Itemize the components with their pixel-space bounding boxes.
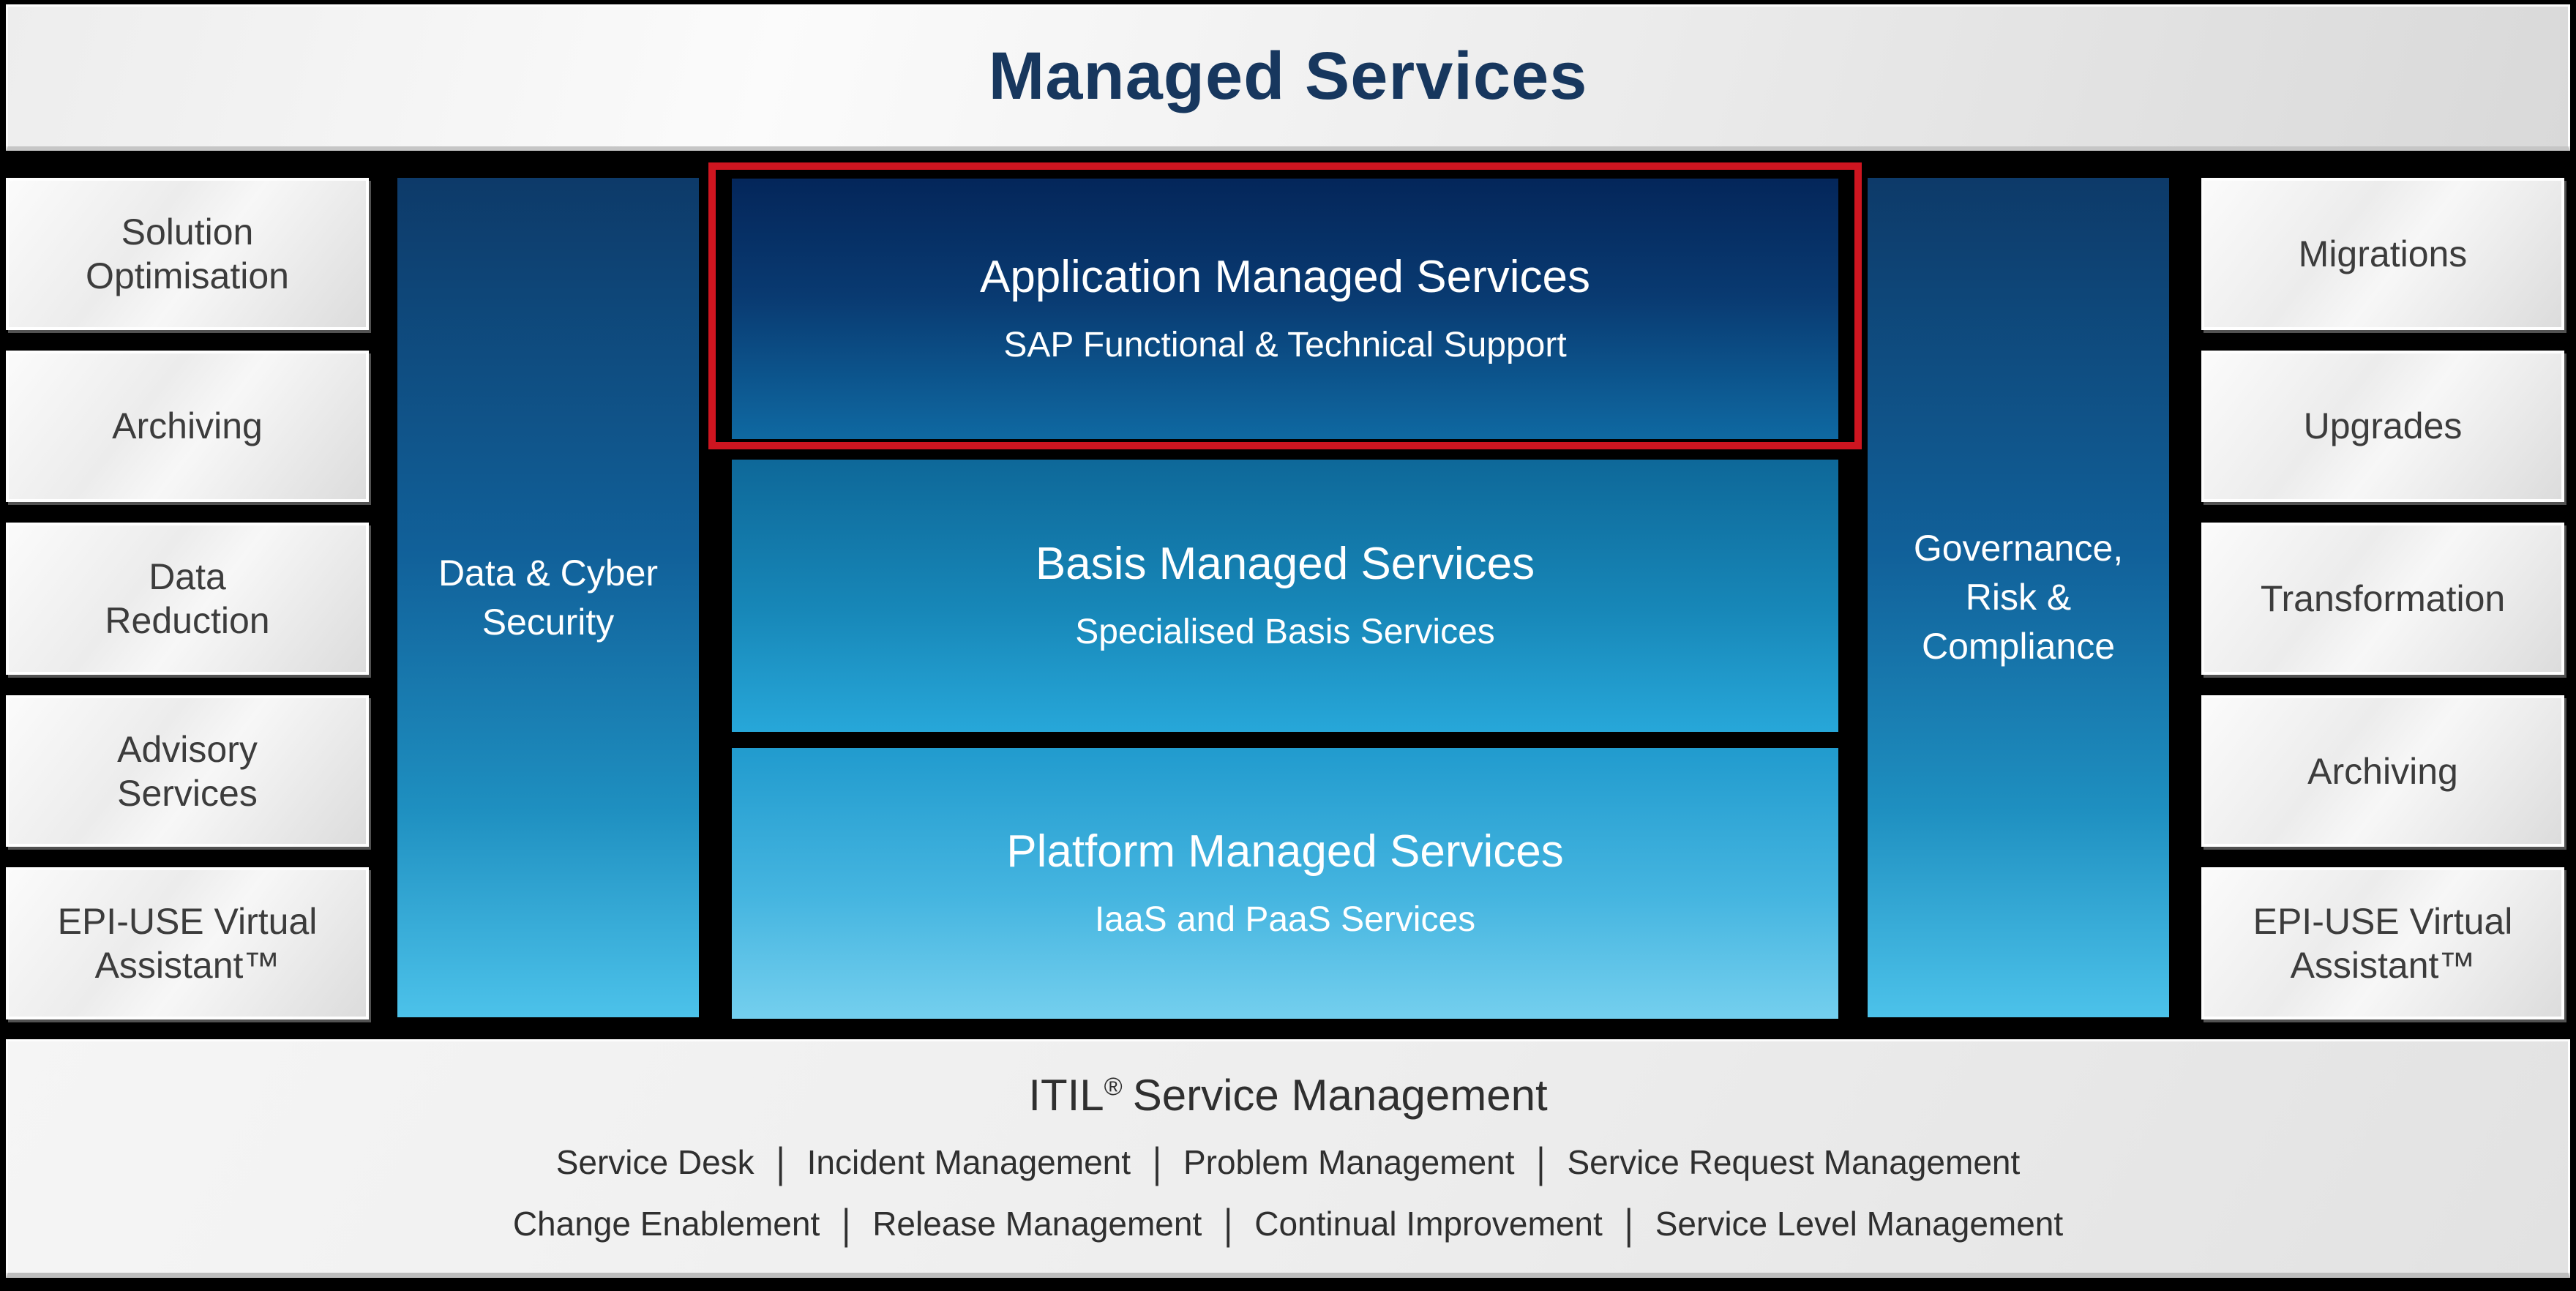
separator-pipe: | xyxy=(1536,1138,1546,1186)
service-box-label: Advisory Services xyxy=(117,728,258,814)
separator-pipe: | xyxy=(1153,1138,1161,1186)
highlight-frame-red xyxy=(708,162,1862,449)
service-box-archiving-left: Archiving xyxy=(6,350,369,503)
service-box-upgrades: Upgrades xyxy=(2201,350,2564,503)
basis-managed-services-subtitle: Specialised Basis Services xyxy=(1075,613,1495,651)
itil-title-suffix: Service Management xyxy=(1132,1071,1548,1120)
itil-service-management-bar: ITIL® Service Management Service Desk | Inc… xyxy=(6,1039,2570,1278)
itil-row-1: Service Desk | Incident Management | Problem… xyxy=(555,1141,2021,1183)
page-title: Managed Services xyxy=(988,39,1588,113)
governance-risk-compliance-column: Governance, Risk & Compliance xyxy=(1868,178,2169,1017)
itil-service-item: Service Request Management xyxy=(1567,1143,2021,1181)
separator-pipe: | xyxy=(776,1138,785,1186)
service-box-label: Migrations xyxy=(2298,233,2468,274)
title-bar: Managed Services xyxy=(6,4,2570,151)
basis-managed-services-title: Basis Managed Services xyxy=(1035,539,1535,589)
itil-title-prefix: ITIL xyxy=(1028,1071,1104,1120)
service-box-migrations: Migrations xyxy=(2201,178,2564,330)
itil-service-item: Incident Management xyxy=(806,1143,1131,1181)
platform-managed-services-subtitle: IaaS and PaaS Services xyxy=(1094,900,1476,939)
itil-service-item: Service Level Management xyxy=(1655,1205,2064,1243)
service-box-epi-use-virtual-assistant-right: EPI-USE Virtual Assistant™ xyxy=(2201,867,2564,1019)
service-box-label: Solution Optimisation xyxy=(86,211,289,296)
separator-pipe: | xyxy=(1624,1200,1633,1248)
itil-service-item: Service Desk xyxy=(555,1143,755,1181)
column-label: Data & Cyber Security xyxy=(438,552,659,643)
basis-managed-services-box: Basis Managed Services Specialised Basis… xyxy=(732,460,1838,732)
service-box-label: Transformation xyxy=(2260,577,2506,619)
separator-pipe: | xyxy=(1224,1200,1233,1248)
column-label: Governance, Risk & Compliance xyxy=(1913,528,2124,667)
application-managed-services-subtitle: SAP Functional & Technical Support xyxy=(1003,326,1567,364)
itil-service-item: Release Management xyxy=(872,1205,1202,1243)
service-box-label: EPI-USE Virtual Assistant™ xyxy=(2253,901,2513,987)
service-box-archiving-right: Archiving xyxy=(2201,695,2564,847)
right-services-column: Migrations Upgrades Transformation Archi… xyxy=(2201,178,2564,1019)
platform-managed-services-title: Platform Managed Services xyxy=(1006,826,1564,877)
application-managed-services-title: Application Managed Services xyxy=(979,252,1591,302)
service-box-advisory-services: Advisory Services xyxy=(6,695,369,847)
service-box-label: Archiving xyxy=(2307,750,2458,792)
service-box-data-reduction: Data Reduction xyxy=(6,523,369,675)
registered-trademark-symbol: ® xyxy=(1104,1073,1123,1101)
service-box-epi-use-virtual-assistant-left: EPI-USE Virtual Assistant™ xyxy=(6,867,369,1019)
service-box-transformation: Transformation xyxy=(2201,523,2564,675)
itil-row-2: Change Enablement | Release Management | Con… xyxy=(512,1202,2064,1245)
itil-service-item: Problem Management xyxy=(1183,1143,1515,1181)
service-box-label: Data Reduction xyxy=(105,555,270,641)
separator-pipe: | xyxy=(842,1200,851,1248)
service-box-label: Upgrades xyxy=(2303,405,2463,447)
left-services-column: Solution Optimisation Archiving Data Red… xyxy=(6,178,369,1019)
application-managed-services-box: Application Managed Services SAP Functio… xyxy=(732,179,1838,439)
itil-service-item: Continual Improvement xyxy=(1254,1205,1603,1243)
data-cyber-security-column: Data & Cyber Security xyxy=(397,178,699,1017)
service-box-label: EPI-USE Virtual Assistant™ xyxy=(57,901,318,987)
service-box-label: Archiving xyxy=(112,405,263,447)
itil-service-item: Change Enablement xyxy=(512,1205,820,1243)
itil-title: ITIL® Service Management xyxy=(1028,1074,1547,1118)
service-box-solution-optimisation: Solution Optimisation xyxy=(6,178,369,330)
platform-managed-services-box: Platform Managed Services IaaS and PaaS … xyxy=(732,748,1838,1019)
